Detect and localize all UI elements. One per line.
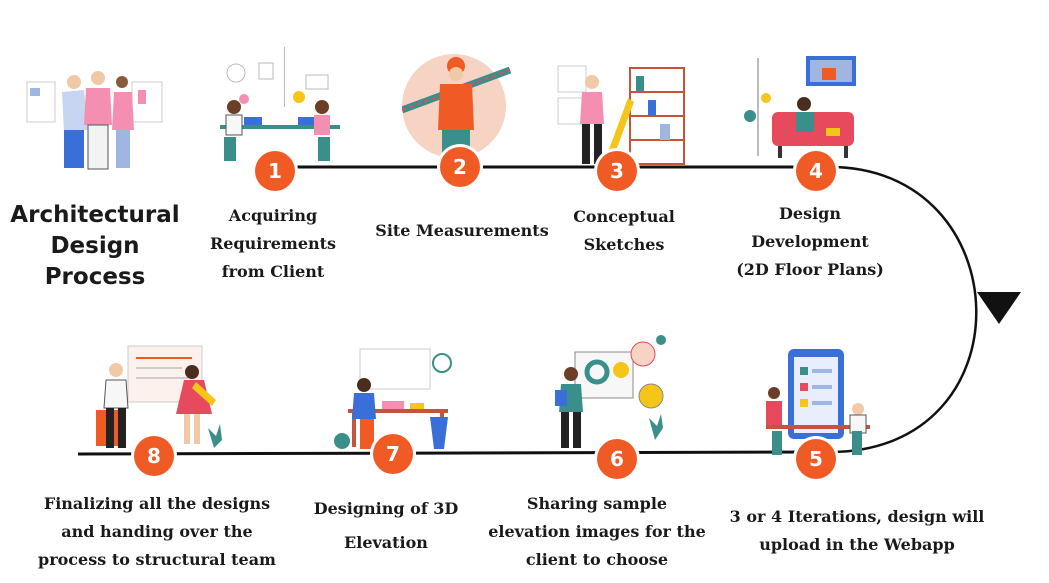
title-line-1: Architectural [10, 202, 180, 228]
diagram-title: Architectural Design Process [0, 200, 190, 293]
step-8-label: Finalizing all the designs and handing o… [32, 490, 282, 574]
sharing-elevation-illustration [555, 335, 666, 448]
step-5-label: 3 or 4 Iterations, design will upload in… [712, 503, 1002, 559]
step-3-label-line-2: Sketches [583, 235, 665, 254]
step-8-badge: 8 [134, 436, 174, 476]
step-2-label: Site Measurements [362, 217, 562, 245]
step-5-number: 5 [809, 447, 823, 471]
step-6-badge: 6 [597, 439, 637, 479]
handover-illustration [96, 345, 222, 448]
client-meeting-illustration [220, 47, 340, 161]
curve-connector [829, 165, 978, 454]
step-7-label: Designing of 3D Elevation [302, 492, 470, 560]
bottom-flow-line [77, 450, 831, 456]
step-5-label-line-1: 3 or 4 Iterations, design will [729, 507, 985, 526]
direction-arrow-icon [977, 292, 1021, 324]
step-2-number: 2 [453, 155, 467, 179]
step-6-number: 6 [610, 447, 624, 471]
step-2-badge: 2 [440, 147, 480, 187]
step-8-number: 8 [147, 444, 161, 468]
step-5-label-line-2: upload in the Webapp [759, 535, 955, 554]
step-4-badge: 4 [796, 151, 836, 191]
conceptual-sketch-illustration [557, 65, 685, 165]
team-illustration [26, 71, 163, 170]
step-4-number: 4 [809, 159, 823, 183]
step-4-label-line-2: Development [751, 232, 869, 251]
step-4-label-line-1: Design [779, 204, 841, 223]
step-4-label: Design Development (2D Floor Plans) [720, 200, 900, 284]
step-7-badge: 7 [373, 434, 413, 474]
step-6-label-line-1: Sharing sample [526, 494, 668, 513]
step-6-label-line-3: client to choose [525, 550, 669, 569]
step-7-number: 7 [386, 442, 400, 466]
step-6-label-line-2: elevation images for the [488, 522, 706, 541]
step-4-label-line-3: (2D Floor Plans) [736, 260, 884, 279]
step-2-label-line-1: Site Measurements [375, 221, 549, 240]
step-1-label-line-2: Requirements [209, 234, 337, 253]
step-1-label-line-1: Acquiring [228, 206, 318, 225]
step-1-number: 1 [268, 159, 282, 183]
step-5-badge: 5 [796, 439, 836, 479]
step-3-badge: 3 [597, 151, 637, 191]
step-8-label-line-2: and handing over the [61, 522, 253, 541]
3d-elevation-illustration [334, 348, 452, 449]
step-7-label-line-2: Elevation [344, 533, 428, 552]
webapp-upload-illustration [766, 349, 870, 455]
step-6-label: Sharing sample elevation images for the … [478, 490, 716, 574]
title-line-2: Design Process [44, 233, 146, 290]
step-3-label-line-1: Conceptual [573, 207, 675, 226]
step-3-number: 3 [610, 159, 624, 183]
step-8-label-line-3: process to structural team [38, 550, 276, 569]
step-3-label: Conceptual Sketches [548, 203, 700, 259]
step-8-label-line-1: Finalizing all the designs [43, 494, 271, 513]
step-1-label: Acquiring Requirements from Client [198, 202, 348, 286]
step-7-label-line-1: Designing of 3D [313, 499, 459, 518]
step-1-label-line-3: from Client [221, 262, 325, 281]
step-1-badge: 1 [255, 151, 295, 191]
floor-plan-development-illustration [744, 56, 856, 158]
